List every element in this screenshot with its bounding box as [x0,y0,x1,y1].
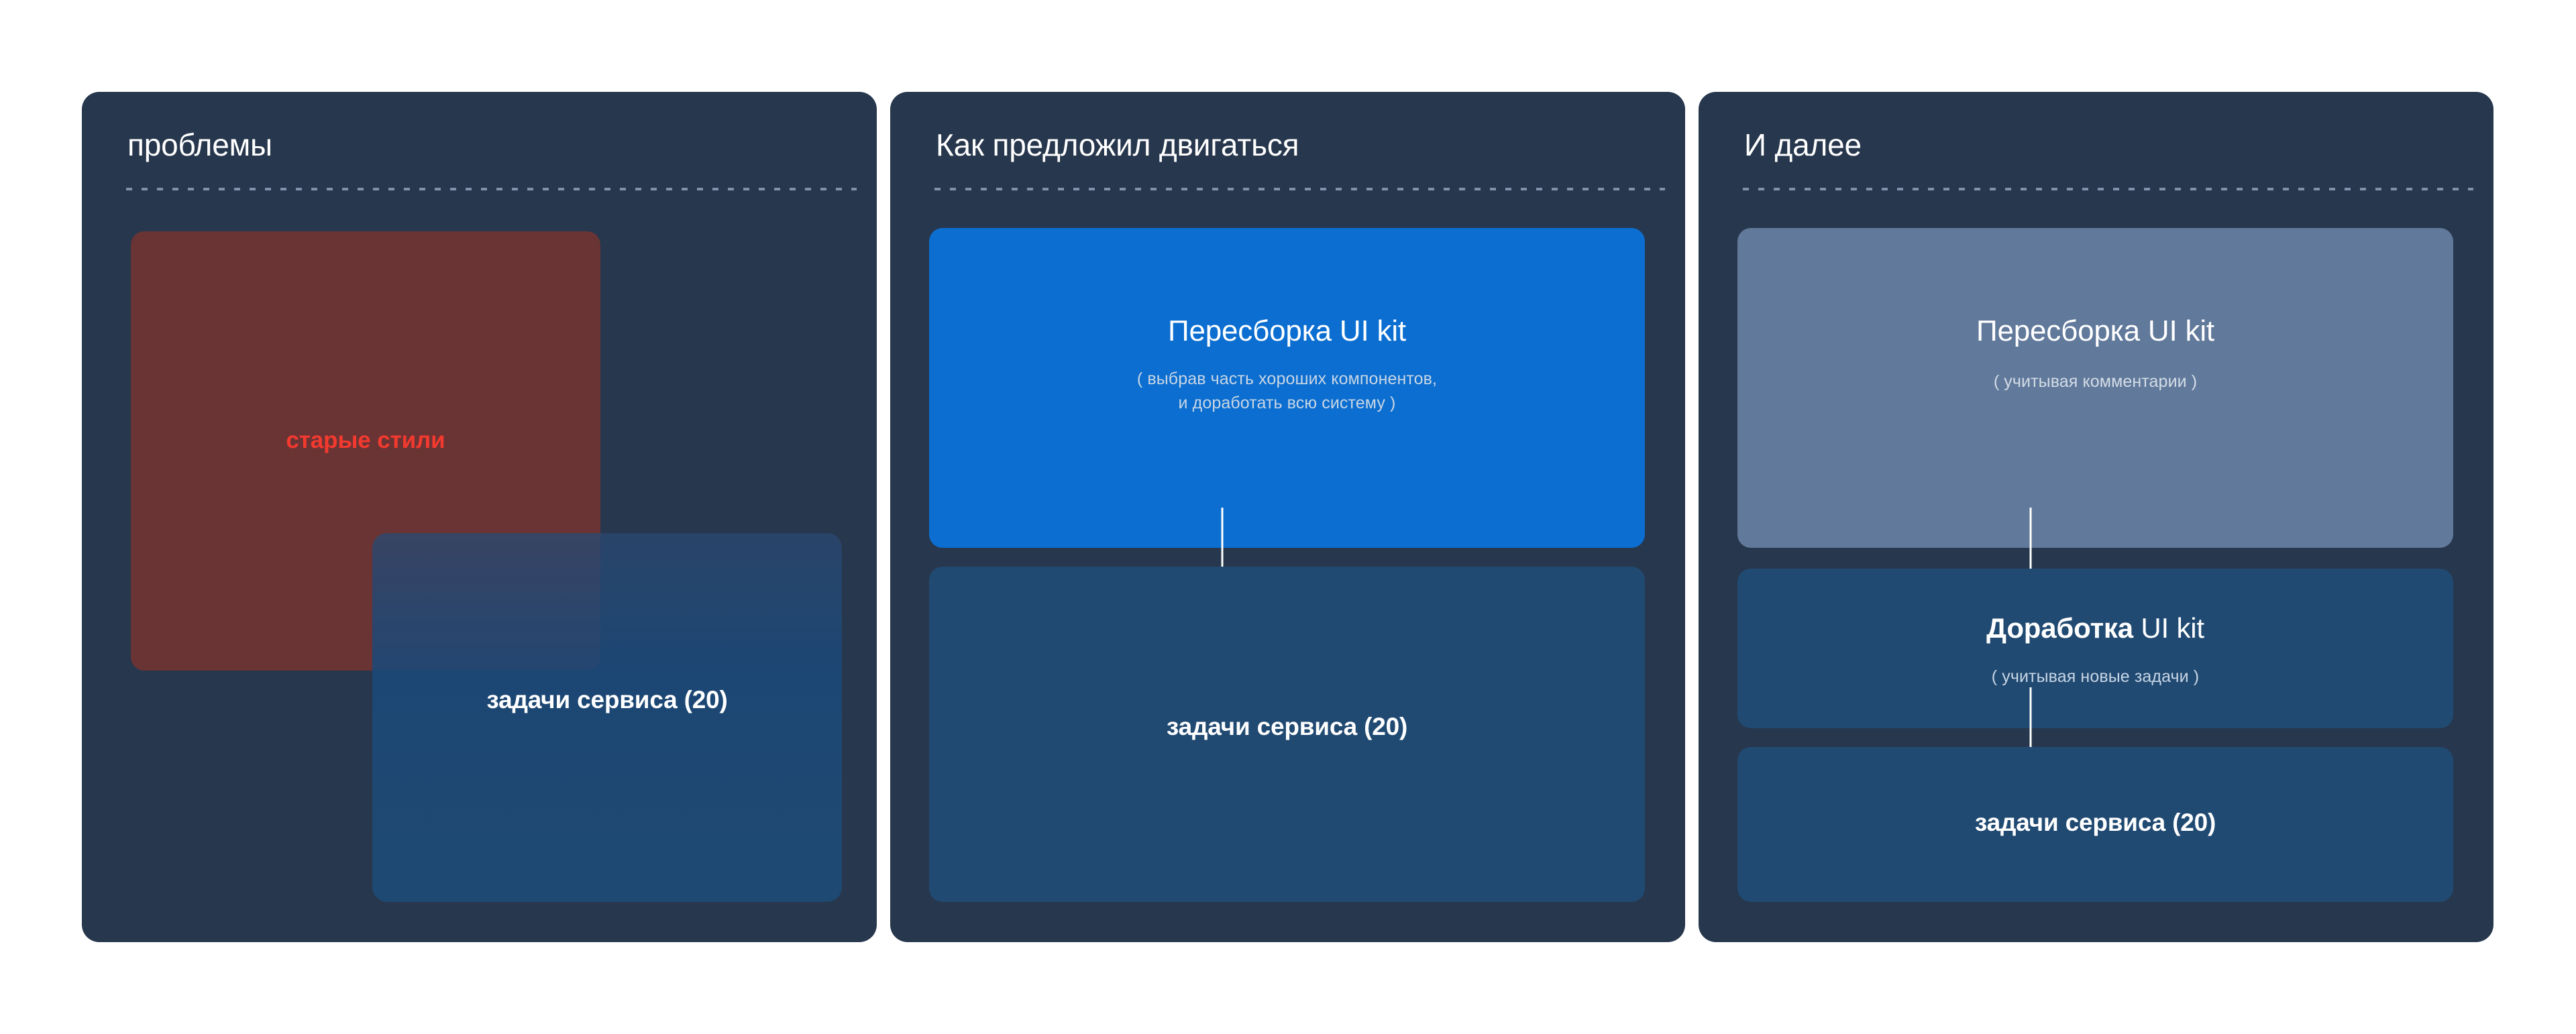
panel-title-and-further: И далее [1744,127,1862,162]
panel-title-problems: проблемы [127,127,272,162]
card-ui-kit-rebuild-title: Пересборка UI kit [1168,314,1406,347]
subtitle-line: ( учитывая новые задачи ) [1991,667,2200,686]
card-ui-kit-refinement-title: Доработка UI kit [1737,612,2453,644]
card-ui-kit-refinement-title-light: UI kit [2133,612,2204,644]
card-service-tasks-overlay[interactable]: задачи сервиса (20) [372,533,842,902]
card-ui-kit-refinement-subtitle: ( учитывая новые задачи ) [1737,665,2453,689]
card-service-tasks-label: задачи сервиса (20) [1166,713,1408,740]
card-ui-kit-rebuild-2-subtitle: ( учитывая комментарии ) [1737,370,2453,394]
panel-divider-problems [126,188,857,190]
subtitle-line: ( учитывая комментарии ) [1993,372,2198,391]
panel-title-proposed: Как предложил двигаться [936,127,1299,162]
card-ui-kit-rebuild-2-title: Пересборка UI kit [1976,314,2214,347]
panel-divider-and-further [1743,188,2473,190]
card-service-tasks-overlay-label: задачи сервиса (20) [486,686,728,713]
subtitle-line: и доработать всю систему ) [1178,393,1396,412]
card-old-styles[interactable]: старые стили [131,231,600,671]
panel-divider-proposed [934,188,1665,190]
card-old-styles-label: старые стили [286,427,445,453]
subtitle-line: ( выбрав часть хороших компонентов, [1136,369,1438,388]
card-service-tasks[interactable]: задачи сервиса (20) [929,567,1645,902]
card-ui-kit-refinement-title-strong: Доработка [1986,612,2133,644]
panel-proposed: Как предложил двигаться Пересборка UI ki… [890,92,1685,942]
card-ui-kit-rebuild[interactable]: Пересборка UI kit ( выбрав часть хороших… [929,228,1645,548]
card-ui-kit-rebuild-2[interactable]: Пересборка UI kit ( учитывая комментарии… [1737,228,2453,548]
card-service-tasks-2-label: задачи сервиса (20) [1974,809,2216,836]
panel-and-further: И далее Пересборка UI kit ( учитывая ком… [1699,92,2493,942]
card-ui-kit-refinement[interactable]: Доработка UI kit ( учитывая новые задачи… [1737,569,2453,728]
card-ui-kit-rebuild-subtitle: ( выбрав часть хороших компонентов, и до… [929,367,1645,415]
panel-problems: проблемы старые стили задачи сервиса (20… [82,92,877,942]
card-service-tasks-2[interactable]: задачи сервиса (20) [1737,747,2453,902]
